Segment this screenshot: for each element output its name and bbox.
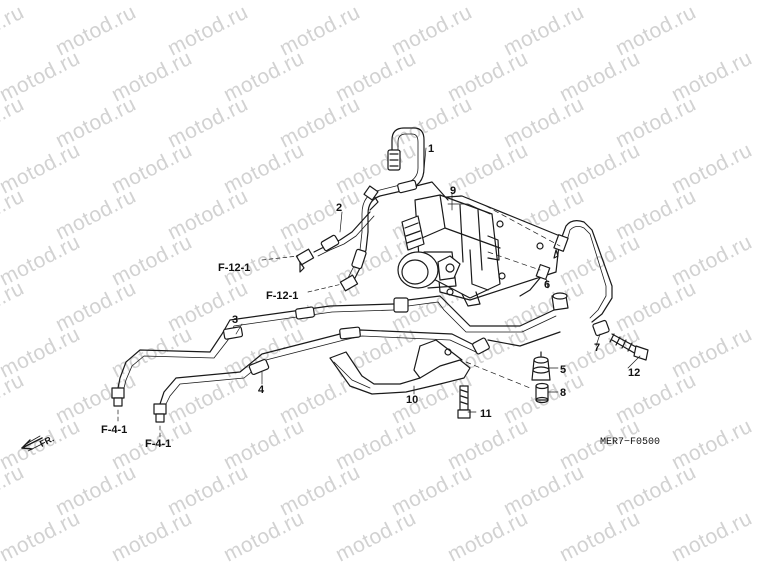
front-direction-arrow [21, 435, 43, 452]
brake-pipe-4 [153, 326, 561, 423]
collar-8 [535, 382, 549, 404]
bracket-10 [329, 339, 471, 395]
callout-1: 1 [428, 143, 435, 155]
callout-6: 6 [544, 279, 551, 291]
reference-f-12-1-upper: F-12-1 [218, 262, 251, 274]
callout-11: 11 [480, 408, 492, 420]
callout-3: 3 [232, 314, 239, 326]
callout-12: 12 [628, 367, 641, 379]
drawing-code: MER7−F0500 [600, 437, 661, 448]
brake-pipe-right [553, 220, 613, 337]
callout-9: 9 [450, 185, 457, 197]
callout-10: 10 [406, 394, 419, 406]
fitting-6 [519, 264, 569, 311]
grommet-5 [531, 351, 551, 381]
brake-pipe-2 [295, 185, 379, 292]
callout-4: 4 [258, 384, 265, 396]
abs-modulator [397, 194, 561, 307]
callout-2: 2 [336, 202, 343, 214]
callout-8: 8 [560, 387, 567, 399]
bolt-11 [457, 385, 471, 419]
reference-f-4-1-right: F-4-1 [145, 438, 172, 450]
callout-7: 7 [594, 342, 601, 354]
bolt-12 [609, 333, 649, 361]
leader-lines [117, 147, 641, 439]
reference-f-12-1-lower: F-12-1 [266, 290, 299, 302]
brake-pipe-3 [111, 295, 557, 407]
callout-5: 5 [560, 364, 567, 376]
reference-f-4-1-left: F-4-1 [101, 424, 128, 436]
